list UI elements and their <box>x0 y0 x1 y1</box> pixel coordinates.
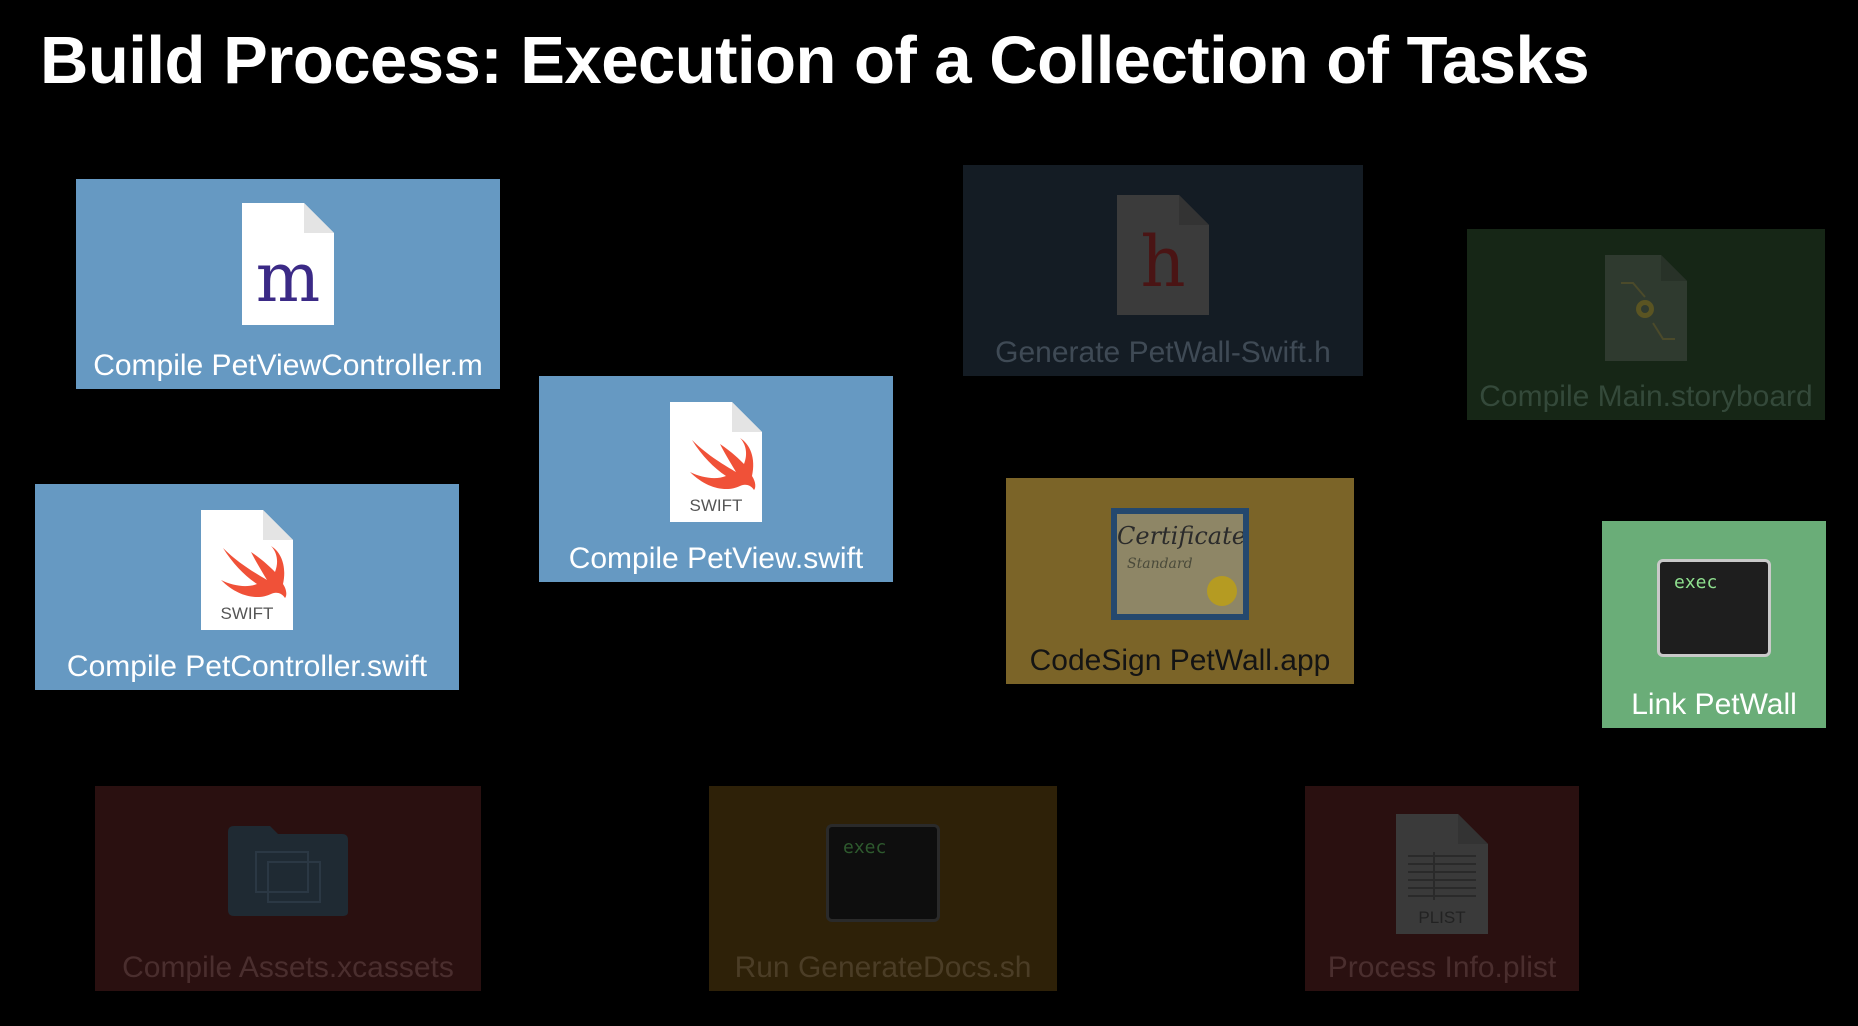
task-compile-assets: Compile Assets.xcassets <box>95 786 481 991</box>
task-compile-petview: SWIFT Compile PetView.swift <box>539 376 893 582</box>
swift-caption: SWIFT <box>220 604 274 623</box>
task-label: Compile PetView.swift <box>568 542 864 575</box>
task-process-plist: PLIST Process Info.plist <box>1305 786 1579 991</box>
certificate-seal <box>1207 576 1237 606</box>
m-glyph: m <box>255 239 321 318</box>
swift-caption: SWIFT <box>689 496 743 515</box>
task-label: Generate PetWall-Swift.h <box>995 336 1331 369</box>
plist-caption: PLIST <box>1418 908 1466 927</box>
task-run-script: exec Run GenerateDocs.sh <box>709 786 1057 991</box>
certificate-title: Certificate <box>1117 522 1243 550</box>
task-label: Compile PetViewController.m <box>93 349 483 382</box>
terminal-exec-icon: exec <box>1657 559 1771 657</box>
task-compile-petcontroller: SWIFT Compile PetController.swift <box>35 484 459 690</box>
task-compile-storyboard: Compile Main.storyboard <box>1467 229 1825 420</box>
folder-icon <box>226 822 350 918</box>
task-label: Link PetWall <box>1631 688 1797 721</box>
task-label: Process Info.plist <box>1327 951 1557 984</box>
certificate-subtitle: Standard <box>1127 556 1193 572</box>
swift-file-icon: SWIFT <box>199 508 295 632</box>
task-link: exec Link PetWall <box>1602 521 1826 728</box>
task-label: CodeSign PetWall.app <box>1029 644 1331 677</box>
task-label: Compile Assets.xcassets <box>122 951 454 984</box>
task-label: Compile PetController.swift <box>66 650 428 683</box>
task-compile-petviewcontroller: m Compile PetViewController.m <box>76 179 500 389</box>
header-file-icon: h <box>1115 193 1211 317</box>
slide-title: Build Process: Execution of a Collection… <box>40 23 1590 98</box>
exec-prompt: exec <box>843 837 887 858</box>
certificate-icon: Certificate Standard <box>1111 508 1249 620</box>
swift-file-icon: SWIFT <box>668 400 764 524</box>
plist-file-icon: PLIST <box>1394 812 1490 936</box>
exec-prompt: exec <box>1674 572 1718 593</box>
task-codesign: Certificate Standard CodeSign PetWall.ap… <box>1006 478 1354 684</box>
m-source-file-icon: m <box>240 201 336 327</box>
task-generate-header: h Generate PetWall-Swift.h <box>963 165 1363 376</box>
h-glyph: h <box>1140 221 1186 303</box>
task-label: Run GenerateDocs.sh <box>734 951 1032 984</box>
task-label: Compile Main.storyboard <box>1479 380 1813 413</box>
storyboard-file-icon <box>1603 253 1689 363</box>
terminal-exec-icon: exec <box>826 824 940 922</box>
